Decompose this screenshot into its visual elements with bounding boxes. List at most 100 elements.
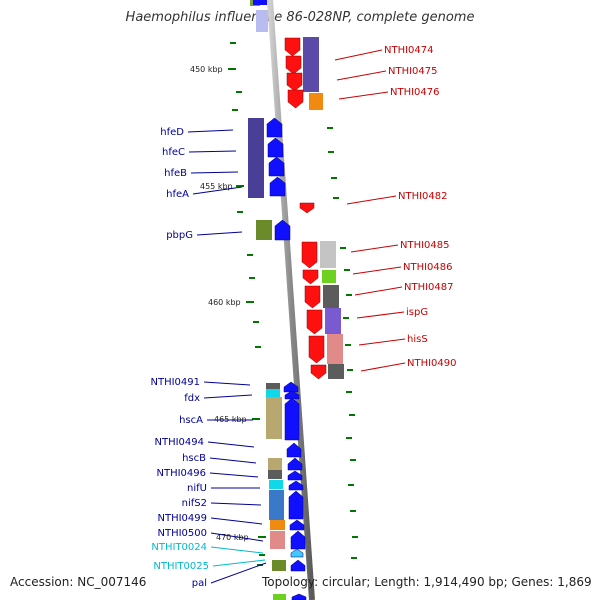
gene-label-left: hfeA [166,189,189,200]
gene-label-left: NTHI0500 [157,528,207,539]
cog-block [320,241,336,268]
leader-line [209,457,257,464]
leader-line [190,171,239,174]
leader-line [336,70,387,81]
gene-arrow-forward [284,390,300,400]
cog-block [270,520,285,530]
gene-label-left: NTHI0494 [154,437,204,448]
leader-line [187,129,234,133]
cog-block [273,594,286,600]
gene-label-left: pbpG [166,230,193,241]
gene-arrow-forward [287,470,303,481]
leader-line [210,517,263,525]
genome-backbone [267,0,315,600]
gene-arrow-reverse [310,364,327,380]
cog-block [266,397,282,439]
gene-arrow-reverse [306,309,323,335]
gene-arrow-forward [283,381,299,393]
gene-arrow-reverse [299,202,315,214]
kbp-tick-label: 470 kbp [216,533,249,542]
cog-blocks [248,0,344,600]
gene-label-left: hfeD [160,127,184,138]
gene-label-left: hfeB [164,168,187,179]
cog-block [266,389,280,397]
leader-line [358,338,406,346]
gene-arrow-forward [253,0,267,5]
gene-arrow-forward [287,457,303,471]
leader-line [210,532,264,542]
gene-label-left: hscB [182,453,206,464]
gene-arrow-forward [291,593,307,600]
gene-arrow-forward [284,397,300,441]
cog-block [256,10,268,32]
gene-label-left: NTHIT0024 [151,542,207,553]
leader-line [350,244,399,253]
cog-block [328,364,344,379]
leader-line [210,502,262,506]
gene-label-left: fdx [184,393,200,404]
cog-block [323,285,339,308]
leader-line [334,49,383,61]
leader-line [338,91,389,100]
gene-label-left: nifU [187,483,207,494]
gene-label-left: NTHIT0025 [153,561,209,572]
gene-arrow-forward [267,137,284,158]
gene-label-right: NTHI0490 [407,358,457,369]
gene-label-right: NTHI0476 [390,87,440,98]
kbp-tick-label: 455 kbp [200,182,233,191]
gene-label-right: NTHI0482 [398,191,448,202]
gene-label-left: nifS2 [182,498,207,509]
accession-text: Accession: NC_007146 [10,575,147,589]
gene-label-left: NTHI0496 [156,468,206,479]
leader-line [354,286,403,296]
cog-block [270,531,285,549]
gene-arrow-reverse [304,285,321,309]
gene-label-right: NTHI0474 [384,45,434,56]
gene-label-right: hisS [407,334,428,345]
leader-line [207,441,255,448]
gene-label-left: hscA [179,415,203,426]
gene-label-left: hfeC [162,147,185,158]
cog-block [269,490,284,520]
leader-line [352,266,402,275]
leader-line [210,546,264,554]
cog-block [272,560,286,571]
leader-line [209,472,259,478]
leader-line [360,362,406,372]
gene-label-left: pal [192,578,207,589]
gene-label-right: NTHI0485 [400,240,450,251]
gene-arrow-forward [290,559,306,572]
leader-line [196,231,243,236]
gene-arrow-reverse [285,55,302,75]
gene-arrow-reverse [287,89,304,109]
gene-labels: NTHI0474NTHI0475NTHI0476NTHI0482NTHI0485… [150,45,456,589]
cog-block [303,37,319,92]
cog-block [268,470,282,479]
gene-label-right: NTHI0475 [388,66,438,77]
gene-label-right: NTHI0487 [404,282,454,293]
map-title: Haemophilus influenzae 86-028NP, complet… [125,10,475,25]
leader-line [188,150,237,153]
gene-arrow-forward [290,530,306,550]
gene-arrow-forward [288,480,304,491]
gene-arrow-forward [268,156,285,177]
leader-line [203,394,253,399]
gene-arrow-forward [274,219,291,241]
cog-block [322,270,336,283]
dash-marks [230,42,358,566]
leader-line [356,311,405,319]
gene-arrow-forward [286,442,302,458]
gene-arrow-forward [269,176,286,197]
cog-block [248,118,264,198]
gene-label-left: NTHI0499 [157,513,207,524]
gene-arrow-forward [266,117,283,138]
leader-line [212,559,266,567]
gene-arrows [253,0,327,600]
cog-block [266,383,280,389]
gene-arrow-forward [289,519,305,531]
cog-block [309,93,323,110]
gene-arrow-reverse [308,335,325,364]
gene-label-left: NTHI0491 [150,377,200,388]
kbp-tick-label: 450 kbp [190,65,223,74]
